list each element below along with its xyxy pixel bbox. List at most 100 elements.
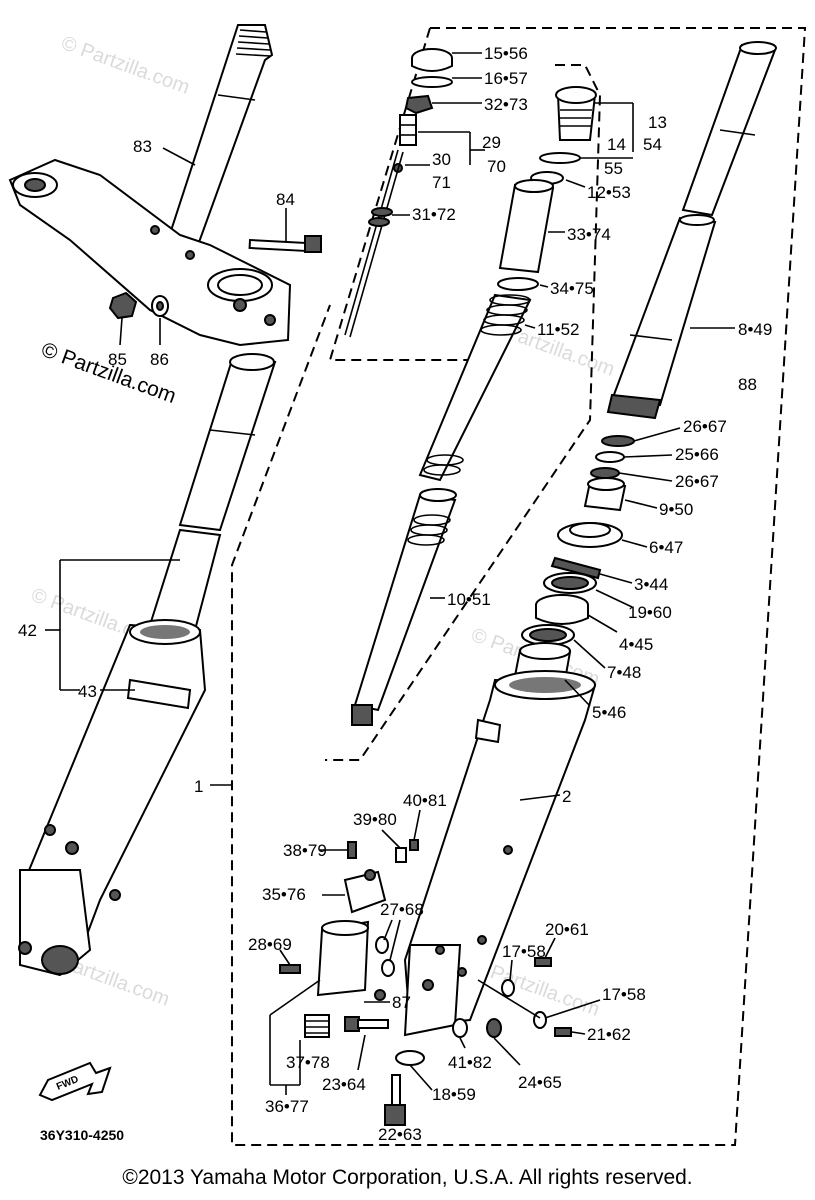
bolt-20 [534, 957, 552, 967]
upper-tube [681, 41, 777, 217]
nut-24 [486, 1018, 502, 1038]
part-label: 25•66 [675, 445, 719, 464]
part-label: 70 [487, 157, 506, 176]
cap-subgroup-boundary [328, 27, 500, 361]
part-label: 43 [78, 682, 97, 701]
part-label: 7•48 [607, 663, 641, 682]
washer-25 [595, 451, 625, 463]
diagram-code: 36Y310-4250 [40, 1127, 125, 1143]
part-label: 2 [562, 787, 571, 806]
clip-3 [550, 556, 602, 580]
part-label: 19•60 [628, 603, 672, 622]
inner-tube-8 [610, 214, 717, 407]
bolt-39 [395, 847, 407, 863]
cap-bolt-15 [411, 48, 453, 72]
o-ring-14 [539, 152, 581, 164]
part-label: 17•58 [502, 942, 546, 961]
spring-11 [418, 293, 532, 482]
washers-27 [375, 936, 395, 977]
part-label: 26•67 [675, 472, 719, 491]
adjuster-29 [393, 114, 417, 173]
bolt-84 [248, 235, 322, 253]
part-label: 23•64 [322, 1075, 366, 1094]
damper-rod-10 [351, 488, 457, 726]
part-label: 37•78 [286, 1053, 330, 1072]
part-label: 39•80 [353, 810, 397, 829]
dust-seal-6 [557, 522, 623, 548]
part-label: 31•72 [412, 205, 456, 224]
rod-31 [344, 149, 404, 338]
bolt-40 [409, 839, 419, 851]
washer-86 [151, 295, 169, 317]
part-label: 29 [482, 133, 501, 152]
o-ring-16 [411, 76, 453, 88]
part-label: 35•76 [262, 885, 306, 904]
bolt-22 [384, 1074, 406, 1126]
bushing-7 [521, 624, 575, 646]
part-label: 87 [392, 993, 411, 1012]
part-label: 8•49 [738, 320, 772, 339]
watermark-text: © Partzilla.com [58, 32, 192, 99]
part-label: 12•53 [587, 183, 631, 202]
lower-bracket [8, 158, 292, 347]
washer-41 [452, 1018, 468, 1038]
part-label: 6•47 [649, 538, 683, 557]
copyright-notice: ©2013 Yamaha Motor Corporation, U.S.A. A… [122, 1166, 693, 1189]
washer-18 [395, 1050, 425, 1066]
oil-seal-19 [543, 572, 597, 594]
part-label: 21•62 [587, 1025, 631, 1044]
part-label: 26•67 [683, 417, 727, 436]
circlip-26b [590, 467, 620, 479]
part-label: 1 [194, 777, 203, 796]
anti-dive-35 [343, 869, 387, 914]
washer-17b [533, 1011, 547, 1029]
part-label: 34•75 [550, 279, 594, 298]
part-label: 42 [18, 621, 37, 640]
part-label: 4•45 [619, 635, 653, 654]
outer-tube-2 [403, 670, 597, 1037]
part-label: 15•56 [484, 44, 528, 63]
leader-lines [45, 52, 735, 1095]
part-label: 20•61 [545, 920, 589, 939]
part-label: 3•44 [634, 575, 668, 594]
part-label: 83 [133, 137, 152, 156]
part-label: 13 [648, 113, 667, 132]
part-label: 84 [276, 190, 295, 209]
part-label: 54 [643, 135, 662, 154]
steering-stem [166, 24, 274, 247]
washer-17a [501, 979, 515, 997]
bolt-28 [279, 964, 301, 974]
part-label: 18•59 [432, 1085, 476, 1104]
part-label: 85 [108, 350, 127, 369]
part-label: 33•74 [567, 225, 611, 244]
part-label: 41•82 [448, 1053, 492, 1072]
seal-9 [583, 477, 627, 512]
adjuster-37 [304, 1014, 330, 1038]
inner-fork-boundary [325, 64, 602, 761]
nut-85 [108, 291, 138, 320]
washer-34 [497, 277, 539, 291]
part-label: 36•77 [265, 1097, 309, 1116]
valve-body-36 [316, 920, 386, 1001]
part-label: 40•81 [403, 791, 447, 810]
forward-arrow-icon: FWD [38, 1061, 112, 1102]
assembly-boundary-right [231, 27, 807, 1146]
washer-4 [535, 594, 589, 625]
part-label: 10•51 [447, 590, 491, 609]
part-label: 71 [432, 173, 451, 192]
bushing-88 [606, 393, 662, 420]
part-label: 30 [432, 150, 451, 169]
screw-38 [347, 841, 357, 859]
part-label: 28•69 [248, 935, 292, 954]
part-label: 22•63 [378, 1125, 422, 1144]
bolt-21 [554, 1027, 572, 1037]
part-label: 17•58 [602, 985, 646, 1004]
part-label: 11•52 [537, 320, 580, 339]
spacer-33 [498, 179, 555, 274]
watermark-text: © Partzilla.com [38, 338, 179, 408]
part-label: 16•57 [484, 69, 528, 88]
part-label: 32•73 [484, 95, 528, 114]
cap-13 [555, 86, 597, 141]
part-label: 38•79 [283, 841, 327, 860]
